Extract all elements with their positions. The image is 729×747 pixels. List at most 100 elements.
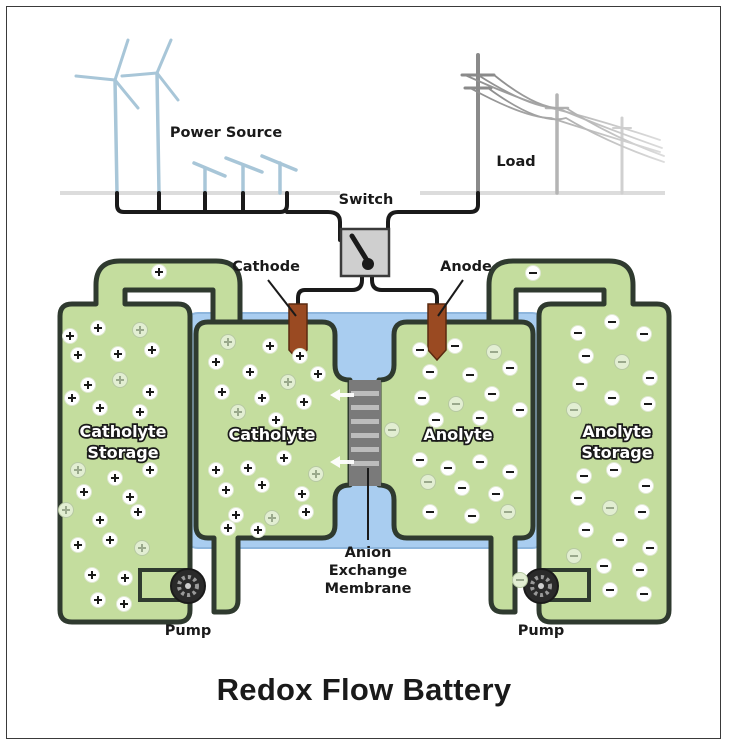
anode-label: Anode (440, 259, 492, 275)
plus-circle-icon (142, 384, 158, 400)
plus-circle-icon (70, 537, 86, 553)
minus-circle-icon (636, 586, 652, 602)
anolyte-storage-label-line2: Storage (581, 443, 652, 462)
minus-circle-icon (604, 390, 620, 406)
catholyte-storage-tank (57, 258, 243, 625)
minus-circle-icon (502, 464, 518, 480)
wind-turbine-icon (120, 38, 180, 195)
minus-circle-icon (502, 360, 518, 376)
plus-circle-icon (62, 328, 78, 344)
minus-circle-icon (596, 558, 612, 574)
pump-icon (523, 568, 559, 604)
minus-circle-icon (472, 410, 488, 426)
minus-circle-icon (414, 390, 430, 406)
plus-circle-icon (64, 390, 80, 406)
anion-exchange-membrane (349, 380, 381, 486)
plus-circle-icon (214, 384, 230, 400)
negative-ions (384, 265, 658, 602)
minus-circle-icon (486, 344, 502, 360)
plus-circle-icon (130, 504, 146, 520)
cathode-label: Cathode (232, 259, 300, 275)
minus-circle-icon (638, 478, 654, 494)
minus-circle-icon (454, 480, 470, 496)
minus-circle-icon (422, 504, 438, 520)
ion-flow-arrow-icon (330, 389, 354, 468)
plus-circle-icon (208, 462, 224, 478)
minus-circle-icon (572, 376, 588, 392)
plus-circle-icon (230, 404, 246, 420)
plus-circle-icon (102, 532, 118, 548)
minus-circle-icon (604, 314, 620, 330)
minus-circle-icon (484, 386, 500, 402)
plus-circle-icon (144, 342, 160, 358)
minus-circle-icon (566, 548, 582, 564)
minus-circle-icon (512, 402, 528, 418)
plus-circle-icon (58, 502, 74, 518)
minus-circle-icon (578, 522, 594, 538)
minus-circle-icon (566, 402, 582, 418)
minus-circle-icon (570, 490, 586, 506)
minus-circle-icon (412, 452, 428, 468)
cathode-pointer (267, 279, 297, 317)
plus-circle-icon (294, 486, 310, 502)
plus-circle-icon (80, 377, 96, 393)
catholyte-storage-label-line1: Catholyte (80, 422, 167, 441)
wiring (115, 191, 480, 312)
anolyte-label: Anolyte (423, 425, 492, 444)
plus-circle-icon (132, 404, 148, 420)
membrane-label-line3: Membrane (325, 581, 412, 597)
plus-circle-icon (84, 567, 100, 583)
catholyte-label: Catholyte (229, 425, 316, 444)
wind-turbine-icon (74, 38, 140, 195)
plus-circle-icon (92, 400, 108, 416)
minus-circle-icon (500, 504, 516, 520)
minus-circle-icon (422, 364, 438, 380)
catholyte-storage-label-line2: Storage (87, 443, 158, 462)
plus-circle-icon (151, 264, 167, 280)
plus-circle-icon (280, 374, 296, 390)
pump-label-left: Pump (165, 623, 211, 639)
minus-circle-icon (472, 454, 488, 470)
minus-circle-icon (447, 338, 463, 354)
plus-circle-icon (70, 347, 86, 363)
pump-label-right: Pump (518, 623, 564, 639)
plus-circle-icon (228, 507, 244, 523)
minus-circle-icon (576, 468, 592, 484)
minus-circle-icon (420, 474, 436, 490)
minus-circle-icon (632, 562, 648, 578)
minus-circle-icon (440, 460, 456, 476)
plus-circle-icon (308, 466, 324, 482)
minus-circle-icon (464, 508, 480, 524)
plus-circle-icon (268, 412, 284, 428)
load-label: Load (496, 154, 535, 170)
minus-circle-icon (488, 486, 504, 502)
plus-circle-icon (90, 320, 106, 336)
minus-circle-icon (602, 500, 618, 516)
plus-circle-icon (90, 592, 106, 608)
minus-circle-icon (412, 342, 428, 358)
anolyte-storage-tank (486, 258, 672, 625)
plus-circle-icon (134, 540, 150, 556)
minus-circle-icon (462, 367, 478, 383)
plus-circle-icon (112, 372, 128, 388)
plus-circle-icon (254, 390, 270, 406)
anolyte-storage-label: Anolyte Storage (580, 420, 655, 464)
anode-pointer (437, 279, 464, 317)
plus-circle-icon (110, 346, 126, 362)
minus-circle-icon (640, 396, 656, 412)
plus-circle-icon (310, 366, 326, 382)
power-line-icon (460, 53, 665, 195)
minus-circle-icon (578, 348, 594, 364)
plus-circle-icon (92, 512, 108, 528)
plus-circle-icon (250, 522, 266, 538)
plus-circle-icon (70, 462, 86, 478)
plus-circle-icon (107, 470, 123, 486)
catholyte-cell (193, 319, 353, 615)
minus-circle-icon (612, 532, 628, 548)
plus-circle-icon (122, 489, 138, 505)
minus-circle-icon (602, 582, 618, 598)
minus-circle-icon (448, 396, 464, 412)
plus-circle-icon (276, 450, 292, 466)
plus-circle-icon (262, 338, 278, 354)
